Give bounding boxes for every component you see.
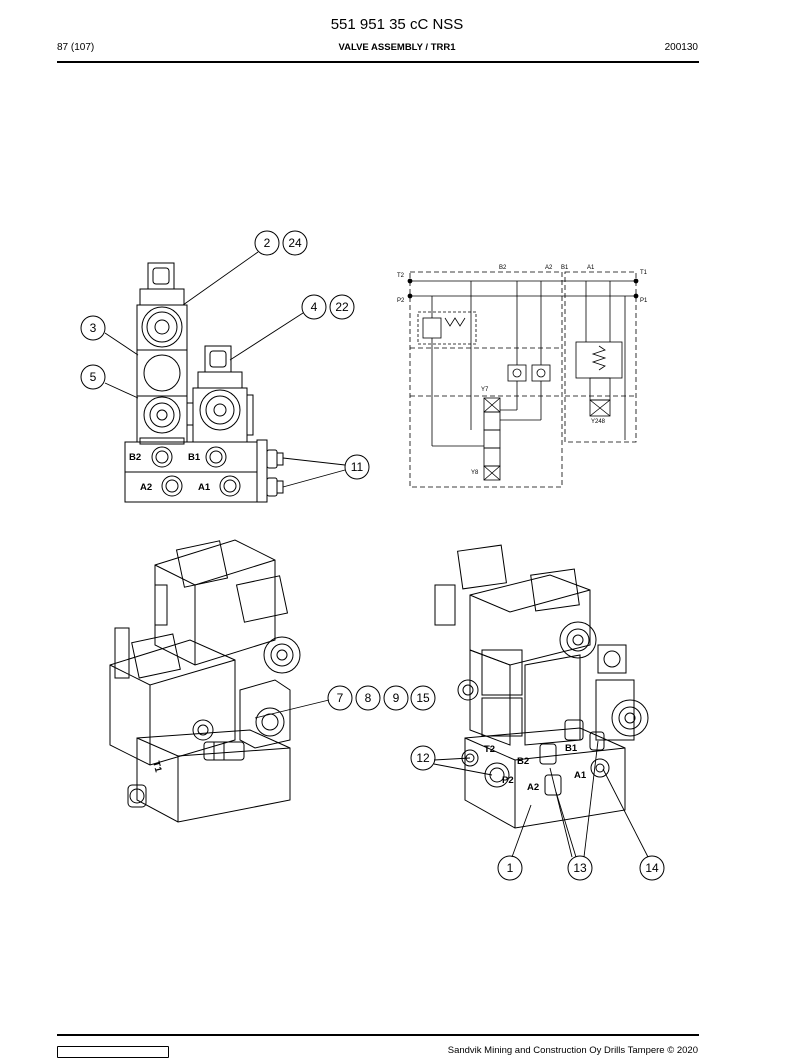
schematic-label-t1: T1: [640, 270, 648, 276]
schematic-label-p2: P2: [397, 298, 405, 304]
page-title: VALVE ASSEMBLY / TRR1: [338, 42, 456, 53]
callout-15: 15: [416, 691, 430, 705]
schematic-label-t2: T2: [397, 273, 405, 279]
header-rule: [57, 61, 699, 63]
footer-copyright: Sandvik Mining and Construction Oy Drill…: [447, 1045, 698, 1056]
iso-port-label-a2: A2: [527, 782, 539, 793]
callout-2: 2: [264, 236, 271, 250]
iso-port-label-a1: A1: [574, 770, 587, 781]
schematic-label-b1: B1: [561, 265, 569, 271]
callout-1: 1: [507, 861, 514, 875]
port-label-b1: B1: [188, 452, 201, 463]
callout-22: 22: [335, 300, 349, 314]
schematic-label-a1: A1: [587, 265, 595, 271]
schematic-label-y7: Y7: [481, 387, 489, 393]
iso-port-label-t2: T2: [484, 744, 495, 755]
document-number: 551 951 35 cC NSS: [330, 16, 464, 33]
callout-13: 13: [573, 861, 587, 875]
iso-port-label-b2: B2: [517, 756, 529, 767]
top-view-valve: [124, 262, 284, 503]
callout-12: 12: [416, 751, 430, 765]
callout-4: 4: [311, 300, 318, 314]
isometric-view-left: [109, 539, 301, 823]
callout-5: 5: [90, 370, 97, 384]
hydraulic-schematic: [407, 271, 639, 488]
port-label-b2: B2: [129, 452, 141, 463]
document-date: 200130: [664, 42, 698, 53]
footer-rule: [57, 1034, 699, 1036]
port-label-a1: A1: [198, 482, 211, 493]
company-logo: [57, 1046, 169, 1058]
callout-24: 24: [288, 236, 302, 250]
callout-3: 3: [90, 321, 97, 335]
schematic-label-a2: A2: [545, 265, 553, 271]
page-number: 87 (107): [57, 42, 95, 53]
schematic-label-y248: Y248: [591, 419, 606, 425]
callout-9: 9: [393, 691, 400, 705]
iso-port-label-t1: T1: [150, 760, 164, 774]
leader-lines: [104, 251, 649, 858]
callout-8: 8: [365, 691, 372, 705]
callout-7: 7: [337, 691, 344, 705]
callout-11: 11: [351, 460, 364, 474]
port-label-a2: A2: [140, 482, 152, 493]
schematic-label-p1: P1: [640, 298, 648, 304]
iso-port-label-p2: P2: [502, 775, 514, 786]
schematic-label-y8: Y8: [471, 470, 479, 476]
iso-port-label-b1: B1: [565, 743, 578, 754]
callout-14: 14: [645, 861, 659, 875]
schematic-label-b2: B2: [499, 265, 507, 271]
isometric-view-right: [434, 544, 649, 829]
callout-bubbles: [80, 230, 665, 881]
